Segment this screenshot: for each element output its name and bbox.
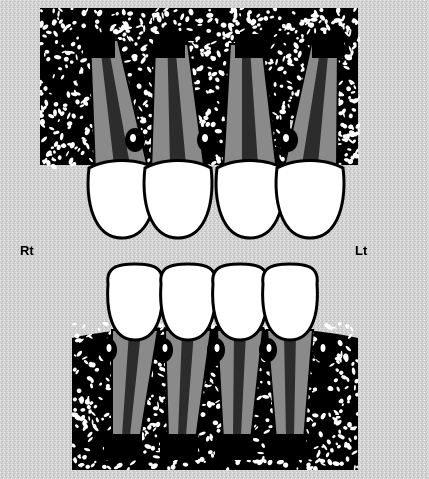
tooth-pulp [284, 332, 296, 436]
attachment-highlight [130, 134, 136, 142]
tooth-crown [144, 161, 212, 239]
apex-block [104, 434, 142, 460]
tooth-crown [108, 264, 163, 340]
apex-block [215, 434, 253, 460]
tooth-crown [276, 161, 344, 239]
apex-block [83, 34, 115, 58]
attachment-highlight [107, 344, 112, 352]
attachment-highlight [321, 344, 326, 352]
attachment-highlight [163, 344, 168, 352]
bone-trabecula [310, 18, 317, 22]
apex-block [160, 434, 198, 460]
tooth-crown [263, 264, 318, 340]
apex-block [153, 34, 185, 58]
attachment-highlight [283, 134, 289, 142]
attachment-highlight [267, 344, 272, 352]
attachment-highlight [215, 344, 220, 352]
apex-block [312, 34, 344, 58]
tooth-crown [213, 264, 268, 340]
bone-trabecula [274, 82, 277, 87]
tooth-crown [216, 161, 284, 239]
bone-trabecula [143, 25, 145, 32]
attachment-highlight [202, 134, 208, 142]
apex-block [235, 34, 267, 58]
label-right: Rt [20, 243, 34, 258]
label-left: Lt [355, 243, 368, 258]
apex-block [268, 434, 306, 460]
bone-trabecula [153, 406, 159, 410]
tooth-crown [161, 264, 216, 340]
